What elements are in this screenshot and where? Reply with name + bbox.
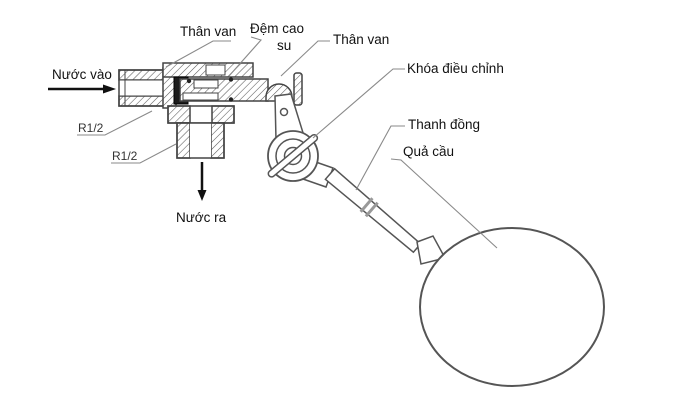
leader-lines — [77, 36, 498, 249]
inlet-pipe — [118, 69, 165, 107]
valve-top-cap — [162, 62, 254, 78]
adjustment-pin — [267, 133, 319, 178]
leader-thread-outlet — [111, 143, 177, 164]
leader-valve-body-right — [280, 40, 330, 77]
rod-collar-mark — [359, 197, 374, 213]
leader-rubber-gasket — [228, 36, 262, 77]
o-ring-dot — [228, 97, 234, 102]
label-valve-body-left: Thân van — [180, 24, 236, 39]
o-ring-dot — [186, 78, 192, 84]
label-rubber-gasket-1: Đệm cao — [250, 21, 304, 36]
water-in-arrow — [48, 84, 116, 94]
outlet-pipe — [176, 122, 225, 159]
leader-thread-inlet — [77, 110, 153, 136]
label-rubber-gasket-2: su — [277, 38, 291, 53]
leader-adjustment-lock — [312, 68, 405, 139]
float-rod — [324, 167, 422, 254]
outlet-flange — [167, 105, 235, 124]
piston-end-plate — [293, 72, 303, 106]
flow-arrows — [48, 84, 207, 201]
float-ball — [419, 227, 605, 387]
label-water-out: Nước ra — [176, 210, 227, 225]
label-water-in: Nước vào — [52, 67, 112, 82]
labels: Nước vào Thân van Đệm cao su Thân van Kh… — [52, 21, 504, 225]
leader-float-ball — [390, 158, 498, 249]
rod-collar-mark — [364, 201, 379, 218]
label-thread-inlet: R1/2 — [78, 121, 104, 135]
o-ring-dot — [228, 77, 234, 82]
label-valve-body-right: Thân van — [333, 32, 389, 47]
float-mechanism — [267, 93, 605, 387]
leader-valve-body-left — [165, 40, 231, 68]
leader-copper-rod — [355, 125, 405, 191]
label-float-ball: Quả cầu — [403, 144, 454, 159]
lever-pivot-hole — [279, 107, 289, 117]
piston — [179, 77, 269, 102]
water-out-arrow — [197, 162, 207, 201]
label-thread-outlet: R1/2 — [112, 149, 138, 163]
label-adjustment-lock: Khóa điều chỉnh — [407, 61, 504, 76]
label-copper-rod: Thanh đồng — [408, 117, 480, 132]
